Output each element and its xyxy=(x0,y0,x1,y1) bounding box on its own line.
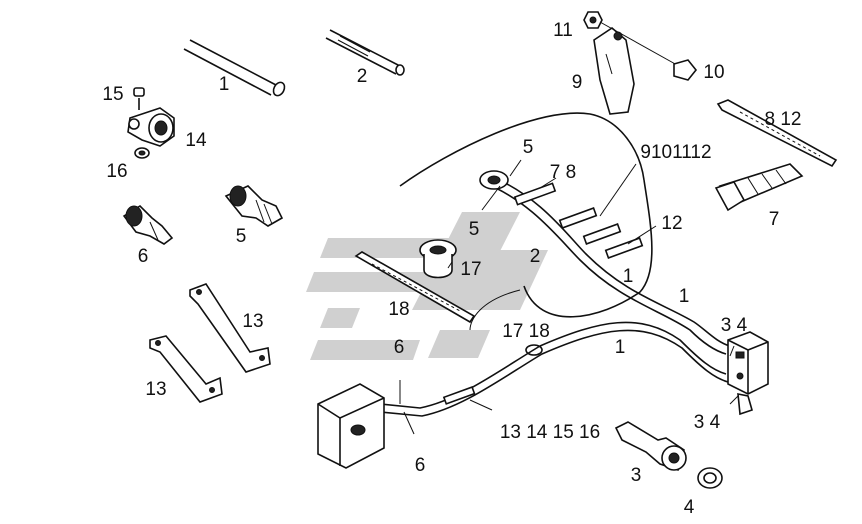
callout-label: 17 xyxy=(460,259,481,280)
part-grommet-on-tank xyxy=(479,170,509,190)
part-clip-strip-7 xyxy=(714,163,804,212)
callout-label: 6 xyxy=(415,455,426,476)
watermark-logo xyxy=(306,212,548,360)
callout-label: 1 xyxy=(219,74,230,95)
callout-label: 18 xyxy=(388,299,409,320)
callout-label: 11 xyxy=(553,20,573,41)
part-grommet-17 xyxy=(419,239,457,279)
callout-label: 9 xyxy=(572,72,583,93)
part-washer-4 xyxy=(697,467,723,489)
part-connector-6 xyxy=(122,204,174,245)
callout-label: 13 xyxy=(242,311,263,332)
callout-label: 1 xyxy=(623,266,634,287)
callout-label: 3 xyxy=(631,465,642,486)
callout-label: 2 xyxy=(530,246,541,267)
part-clip-9 xyxy=(593,26,635,115)
canister xyxy=(317,383,385,469)
callout-label: 4 xyxy=(684,497,695,518)
callout-label: 3 4 xyxy=(721,315,748,336)
callout-label: 7 xyxy=(769,209,780,230)
callout-label: 8 12 xyxy=(765,109,802,130)
leader-lines xyxy=(447,159,739,411)
callout-label: 17 18 xyxy=(502,321,550,342)
part-ring-17-18 xyxy=(525,344,543,356)
part-clamp-14 xyxy=(127,107,175,147)
part-bracket-13-upper xyxy=(189,283,271,373)
callout-label: 6 xyxy=(138,246,149,267)
callout-label: 3 4 xyxy=(694,412,721,433)
callout-label: 13 14 15 16 xyxy=(500,422,600,443)
part-strap-18 xyxy=(354,251,476,324)
callout-label: 5 xyxy=(469,219,480,240)
callout-label: 1 xyxy=(615,337,626,358)
part-tube-1 xyxy=(183,39,286,97)
part-nut-11 xyxy=(583,11,603,29)
callout-label: 6 xyxy=(394,337,405,358)
part-cable-tie-8-12 xyxy=(716,99,838,168)
callout-label: 7 8 xyxy=(550,162,576,183)
part-bolt-10 xyxy=(673,59,698,81)
callout-label: 10 xyxy=(703,62,724,83)
tank-outline xyxy=(399,112,653,331)
part-screw-15 xyxy=(133,87,145,110)
callout-label: 13 xyxy=(145,379,166,400)
part-washer-16 xyxy=(134,147,150,159)
callout-label: 12 xyxy=(661,213,682,234)
callout-label: 9101112 xyxy=(640,142,711,163)
pump-assembly xyxy=(727,331,769,416)
callout-label: 14 xyxy=(185,130,207,151)
callout-label: 16 xyxy=(106,161,127,182)
part-bracket-13-lower xyxy=(149,335,223,403)
callout-label: 2 xyxy=(357,66,368,87)
part-fitting-3 xyxy=(614,421,687,472)
leader-bolt-axis xyxy=(599,21,687,71)
callout-label: 5 xyxy=(236,226,247,247)
callout-label: 1 xyxy=(679,286,690,307)
tape-markers xyxy=(442,182,644,405)
callout-label: 15 xyxy=(102,84,123,105)
callout-labels: 1 2 15 14 16 5 6 11 9 10 8 12 5 7 8 9101… xyxy=(102,20,801,518)
part-connector-5 xyxy=(224,185,284,227)
part-tube-2 xyxy=(325,29,405,76)
callout-label: 5 xyxy=(523,137,534,158)
